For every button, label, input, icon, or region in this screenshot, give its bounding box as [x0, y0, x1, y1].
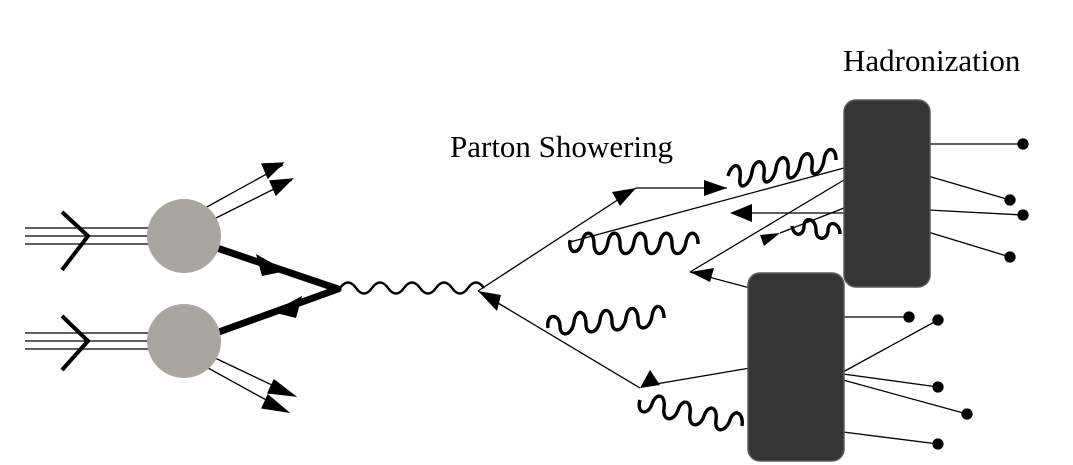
cluster-connection-lines [569, 167, 845, 386]
beam-remnant-lower [207, 356, 298, 413]
proton-blob-upper [147, 199, 221, 273]
parton-arrow-upper [256, 254, 286, 276]
gluon-mid-upper [568, 231, 700, 256]
parton-showering-label: Parton Showering [450, 129, 674, 164]
hadron-outputs-upper [927, 138, 1029, 263]
hadronization-cluster-lower [747, 272, 845, 462]
cluster-arrow-1 [730, 204, 752, 222]
gluon-mid-lower [546, 304, 666, 336]
proton-blob-lower [147, 304, 221, 378]
quark-arrow-1 [612, 188, 636, 206]
incoming-beam-1 [25, 210, 150, 272]
outgoing-quark-lines [477, 187, 727, 389]
gluon-lines [546, 147, 842, 432]
gluon-top [726, 147, 838, 188]
quark-arrow-3 [704, 180, 727, 196]
gluon-short [790, 218, 842, 240]
parton-arrow-lower [272, 296, 302, 318]
boson-propagator [339, 281, 485, 295]
quark-arrow-4 [640, 370, 660, 388]
cluster-arrow-2 [760, 233, 780, 246]
hadronization-cluster-upper [843, 99, 931, 288]
quark-arrow-2 [478, 291, 501, 311]
incoming-beam-2 [25, 314, 150, 372]
thick-parton-lines [210, 243, 342, 337]
cluster-arrow-3 [690, 268, 714, 282]
hadronization-label: Hadronization [843, 43, 1021, 78]
hadron-outputs-lower [842, 311, 973, 450]
beam-remnant-upper [204, 162, 294, 221]
gluon-bottom [637, 394, 744, 432]
